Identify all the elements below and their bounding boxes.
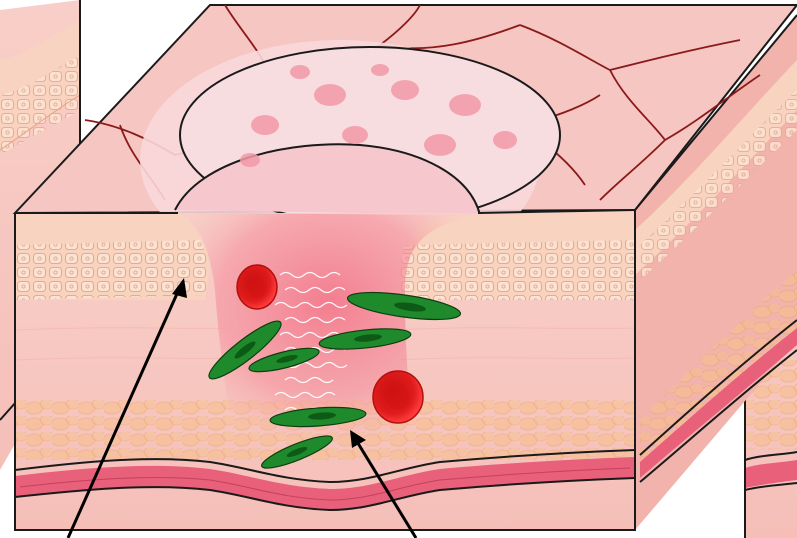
red-blood-cell (237, 265, 277, 309)
keratinocyte-layer-right (399, 240, 635, 300)
red-blood-cell (373, 371, 423, 423)
scab (175, 47, 560, 223)
main-block-front-face (15, 210, 635, 530)
